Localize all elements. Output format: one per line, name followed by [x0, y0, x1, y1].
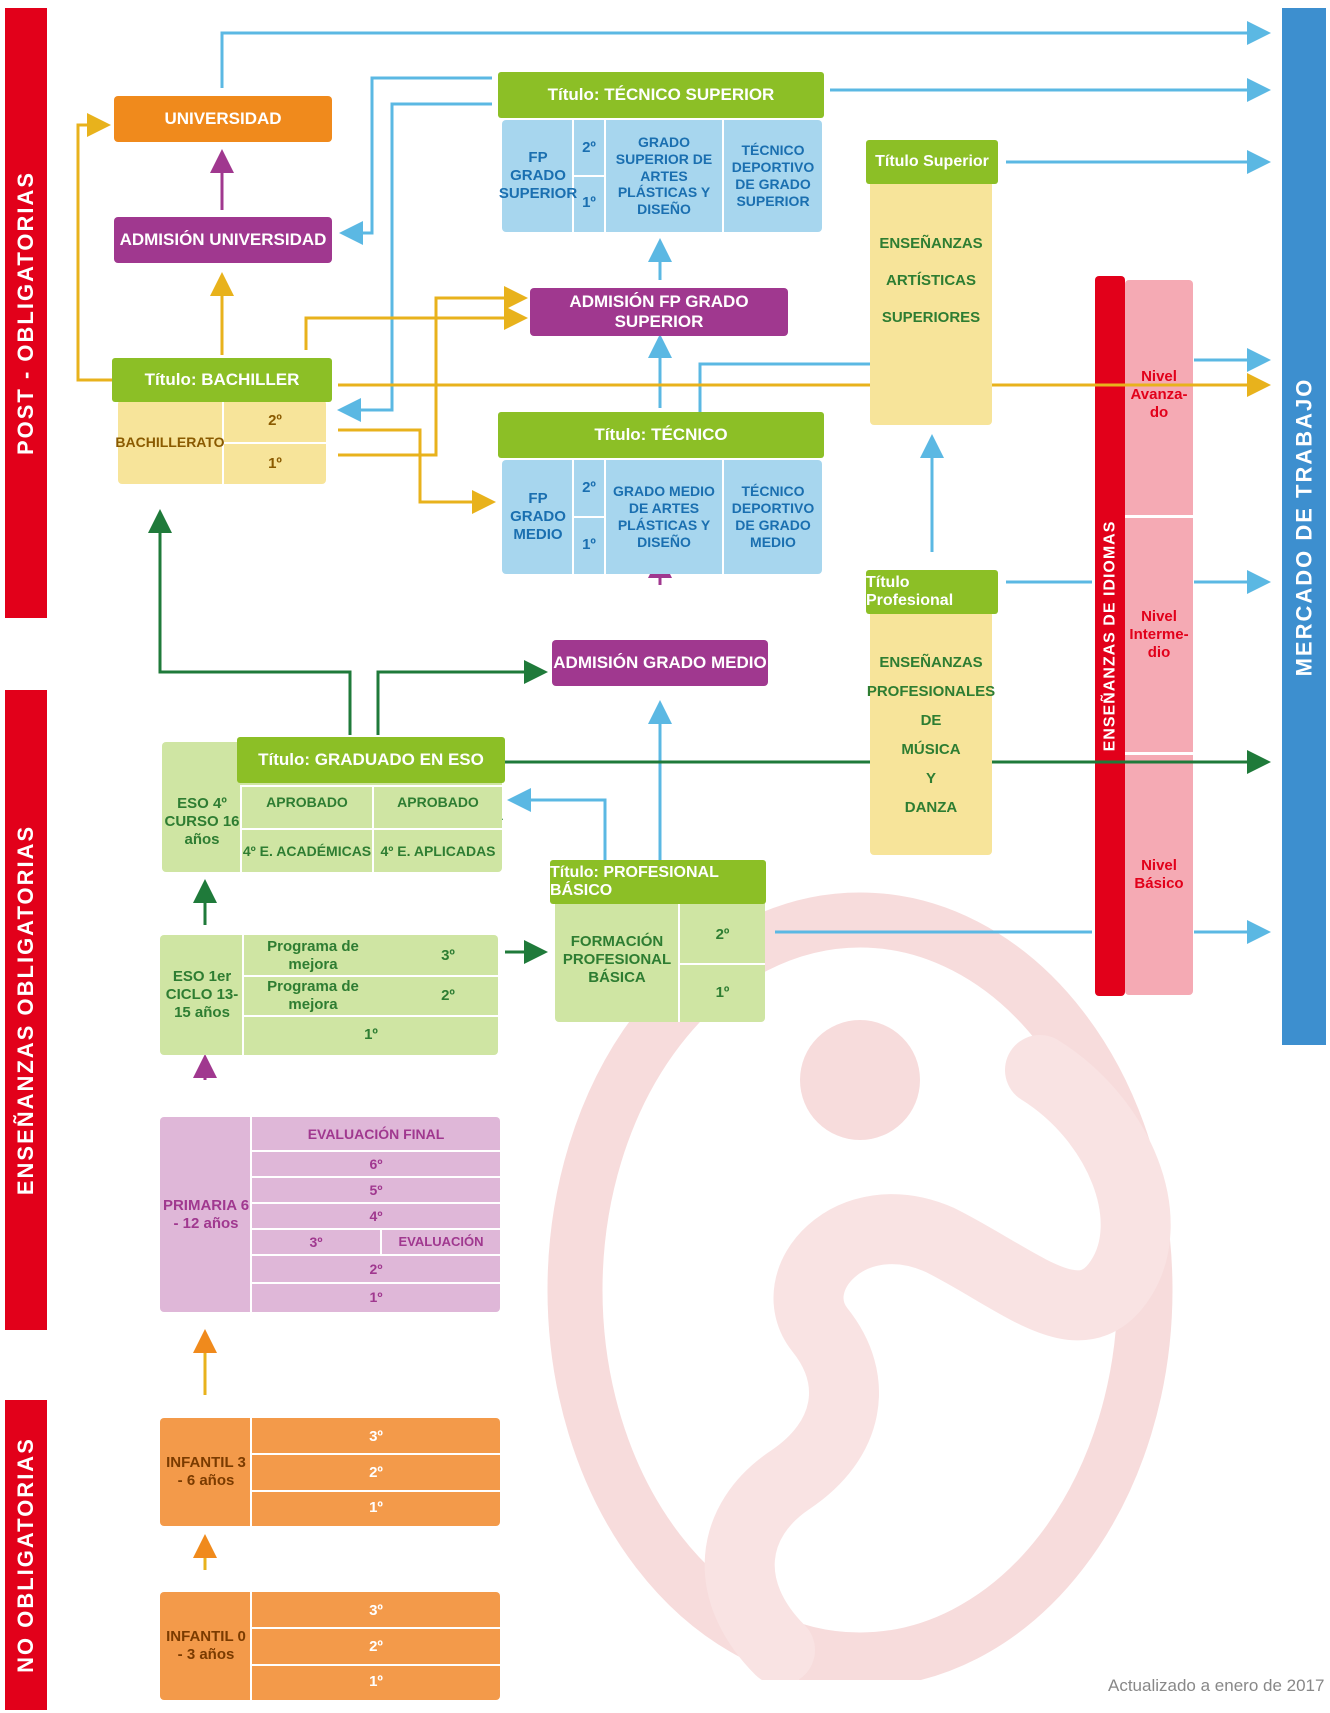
aprobado-aplicadas: APROBADO — [397, 793, 479, 810]
musica-line-5: Y — [925, 770, 936, 787]
eso-aplicadas-label: 4º E. APLICADAS — [380, 842, 496, 859]
primaria-year-1: 1º — [369, 1288, 383, 1305]
musica-line-4: MÚSICA — [901, 741, 961, 758]
admision-fp-superior-label: ADMISIÓN FP GRADO SUPERIOR — [569, 292, 749, 331]
titulo-superior-header: Título Superior — [866, 140, 998, 184]
infantil-0-3-year-3: 3º — [369, 1601, 383, 1619]
tecnico-year-1: 1º — [582, 536, 596, 553]
eso-year-3: 3º — [441, 947, 455, 964]
infantil-3-6-year-3: 3º — [369, 1427, 383, 1445]
infantil-0-3-box — [160, 1592, 500, 1700]
tecnico-deportivo-medio-label: TÉCNICO DEPORTIVO DE GRADO MEDIO — [731, 483, 815, 550]
admision-grado-medio-box: ADMISIÓN GRADO MEDIO — [552, 640, 768, 686]
idiomas-bar: ENSEÑANZAS DE IDIOMAS — [1095, 276, 1125, 996]
nivel-avanzado: Nivel Avanza- do — [1130, 368, 1188, 421]
nivel-intermedio: Nivel Interme- dio — [1129, 608, 1189, 661]
primaria-label: PRIMARIA 6 - 12 años — [162, 1197, 250, 1232]
eso-academicas-label: 4º E. ACADÉMICAS — [242, 842, 372, 859]
admision-universidad-label: ADMISIÓN UNIVERSIDAD — [119, 230, 327, 249]
ensenanzas-musica-box — [870, 610, 992, 855]
mercado-trabajo-bar: MERCADO DE TRABAJO — [1282, 8, 1326, 1045]
watermark-logo — [547, 892, 1173, 1680]
post-obligatorias-bar: POST - OBLIGATORIAS — [5, 8, 47, 618]
tecnico-superior-box — [502, 120, 822, 232]
ensenanzas-obligatorias-bar: ENSEÑANZAS OBLIGATORIAS — [5, 690, 47, 1330]
infantil-0-3-label: INFANTIL 0 - 3 años — [166, 1628, 246, 1663]
eso-1-ciclo-label: ESO 1er CICLO 13-15 años — [165, 968, 239, 1021]
admision-grado-medio-label: ADMISIÓN GRADO MEDIO — [553, 653, 767, 672]
primaria-year-4: 4º — [369, 1207, 383, 1224]
bachillerato-year-2: 2º — [268, 412, 282, 429]
admision-fp-superior-box: ADMISIÓN FP GRADO SUPERIOR — [530, 288, 788, 336]
aprobado-academicas: APROBADO — [266, 793, 348, 810]
evaluacion-final-label: EVALUACIÓN FINAL — [307, 1126, 445, 1143]
tecnico-superior-year-1: 1º — [582, 194, 596, 211]
infantil-3-6-year-1: 1º — [369, 1499, 383, 1516]
fp-basica-year-2: 2º — [715, 926, 730, 943]
eso-1-ciclo-box — [160, 935, 498, 1055]
programa-mejora-2: Programa de mejora — [267, 978, 359, 1013]
tecnico-superior-year-2: 2º — [582, 139, 596, 156]
evaluacion-label: EVALUACIÓN — [398, 1234, 484, 1250]
grado-medio-artes-label: GRADO MEDIO DE ARTES PLÁSTICAS Y DISEÑO — [613, 483, 715, 550]
admision-universidad-box: ADMISIÓN UNIVERSIDAD — [114, 217, 332, 263]
titulo-profesional-basico-header: Título: PROFESIONAL BÁSICO — [550, 860, 766, 904]
primaria-year-5: 5º — [369, 1181, 383, 1198]
nivel-basico: Nivel Básico — [1134, 857, 1184, 892]
bachillerato-label: BACHILLERATO — [115, 433, 225, 450]
tecnico-year-2: 2º — [582, 479, 596, 496]
no-obligatorias-bar: NO OBLIGATORIAS — [5, 1400, 47, 1710]
eso-4-curso-label: ESO 4º CURSO 16 años — [164, 795, 240, 848]
tecnico-deportivo-superior-label: TÉCNICO DEPORTIVO DE GRADO SUPERIOR — [731, 142, 815, 209]
eso-year-2: 2º — [441, 987, 455, 1004]
infantil-3-6-year-2: 2º — [369, 1463, 383, 1481]
infantil-3-6-label: INFANTIL 3 - 6 años — [166, 1454, 246, 1489]
fp-grado-superior-label: FP GRADO SUPERIOR — [498, 149, 578, 202]
musica-line-6: DANZA — [904, 799, 958, 816]
titulo-bachiller-header: Título: BACHILLER — [112, 358, 332, 402]
musica-line-2: PROFESIONALES — [866, 683, 996, 700]
musica-line-3: DE — [920, 712, 942, 729]
programa-mejora-3: Programa de mejora — [267, 938, 359, 973]
primaria-year-2: 2º — [369, 1260, 383, 1277]
infantil-0-3-year-2: 2º — [369, 1637, 383, 1655]
universidad-box: UNIVERSIDAD — [114, 96, 332, 142]
ensenanzas-artisticas-line-3: SUPERIORES — [881, 309, 981, 326]
infantil-3-6-box — [160, 1418, 500, 1526]
titulo-graduado-eso-header: Título: GRADUADO EN ESO — [237, 737, 505, 783]
ensenanzas-artisticas-box — [870, 180, 992, 425]
universidad-label: UNIVERSIDAD — [164, 109, 282, 128]
infantil-0-3-year-1: 1º — [369, 1673, 383, 1690]
tecnico-box — [502, 460, 822, 574]
ensenanzas-artisticas-line-1: ENSEÑANZAS — [879, 235, 983, 252]
fp-basica-box — [555, 900, 765, 1022]
grado-superior-artes-label: GRADO SUPERIOR DE ARTES PLÁSTICAS Y DISE… — [615, 134, 713, 218]
titulo-tecnico-superior-header: Título: TÉCNICO SUPERIOR — [498, 72, 824, 118]
primaria-year-3: 3º — [309, 1233, 323, 1250]
titulo-profesional-header: Título Profesional — [866, 570, 998, 614]
primaria-year-6: 6º — [369, 1155, 383, 1172]
update-note: Actualizado a enero de 2017 — [1108, 1676, 1325, 1695]
bachillerato-year-1: 1º — [268, 455, 282, 472]
eso-year-1: 1º — [364, 1026, 378, 1043]
ensenanzas-artisticas-line-2: ARTÍSTICAS — [886, 272, 976, 289]
musica-line-1: ENSEÑANZAS — [879, 654, 983, 671]
titulo-tecnico-header: Título: TÉCNICO — [498, 412, 824, 458]
idiomas-levels-box — [1125, 280, 1193, 995]
fp-basica-label: FORMACIÓN PROFESIONAL BÁSICA — [562, 933, 672, 986]
primaria-box — [160, 1117, 500, 1312]
fp-basica-year-1: 1º — [715, 984, 730, 1001]
fp-grado-medio-label: FP GRADO MEDIO — [510, 490, 566, 543]
